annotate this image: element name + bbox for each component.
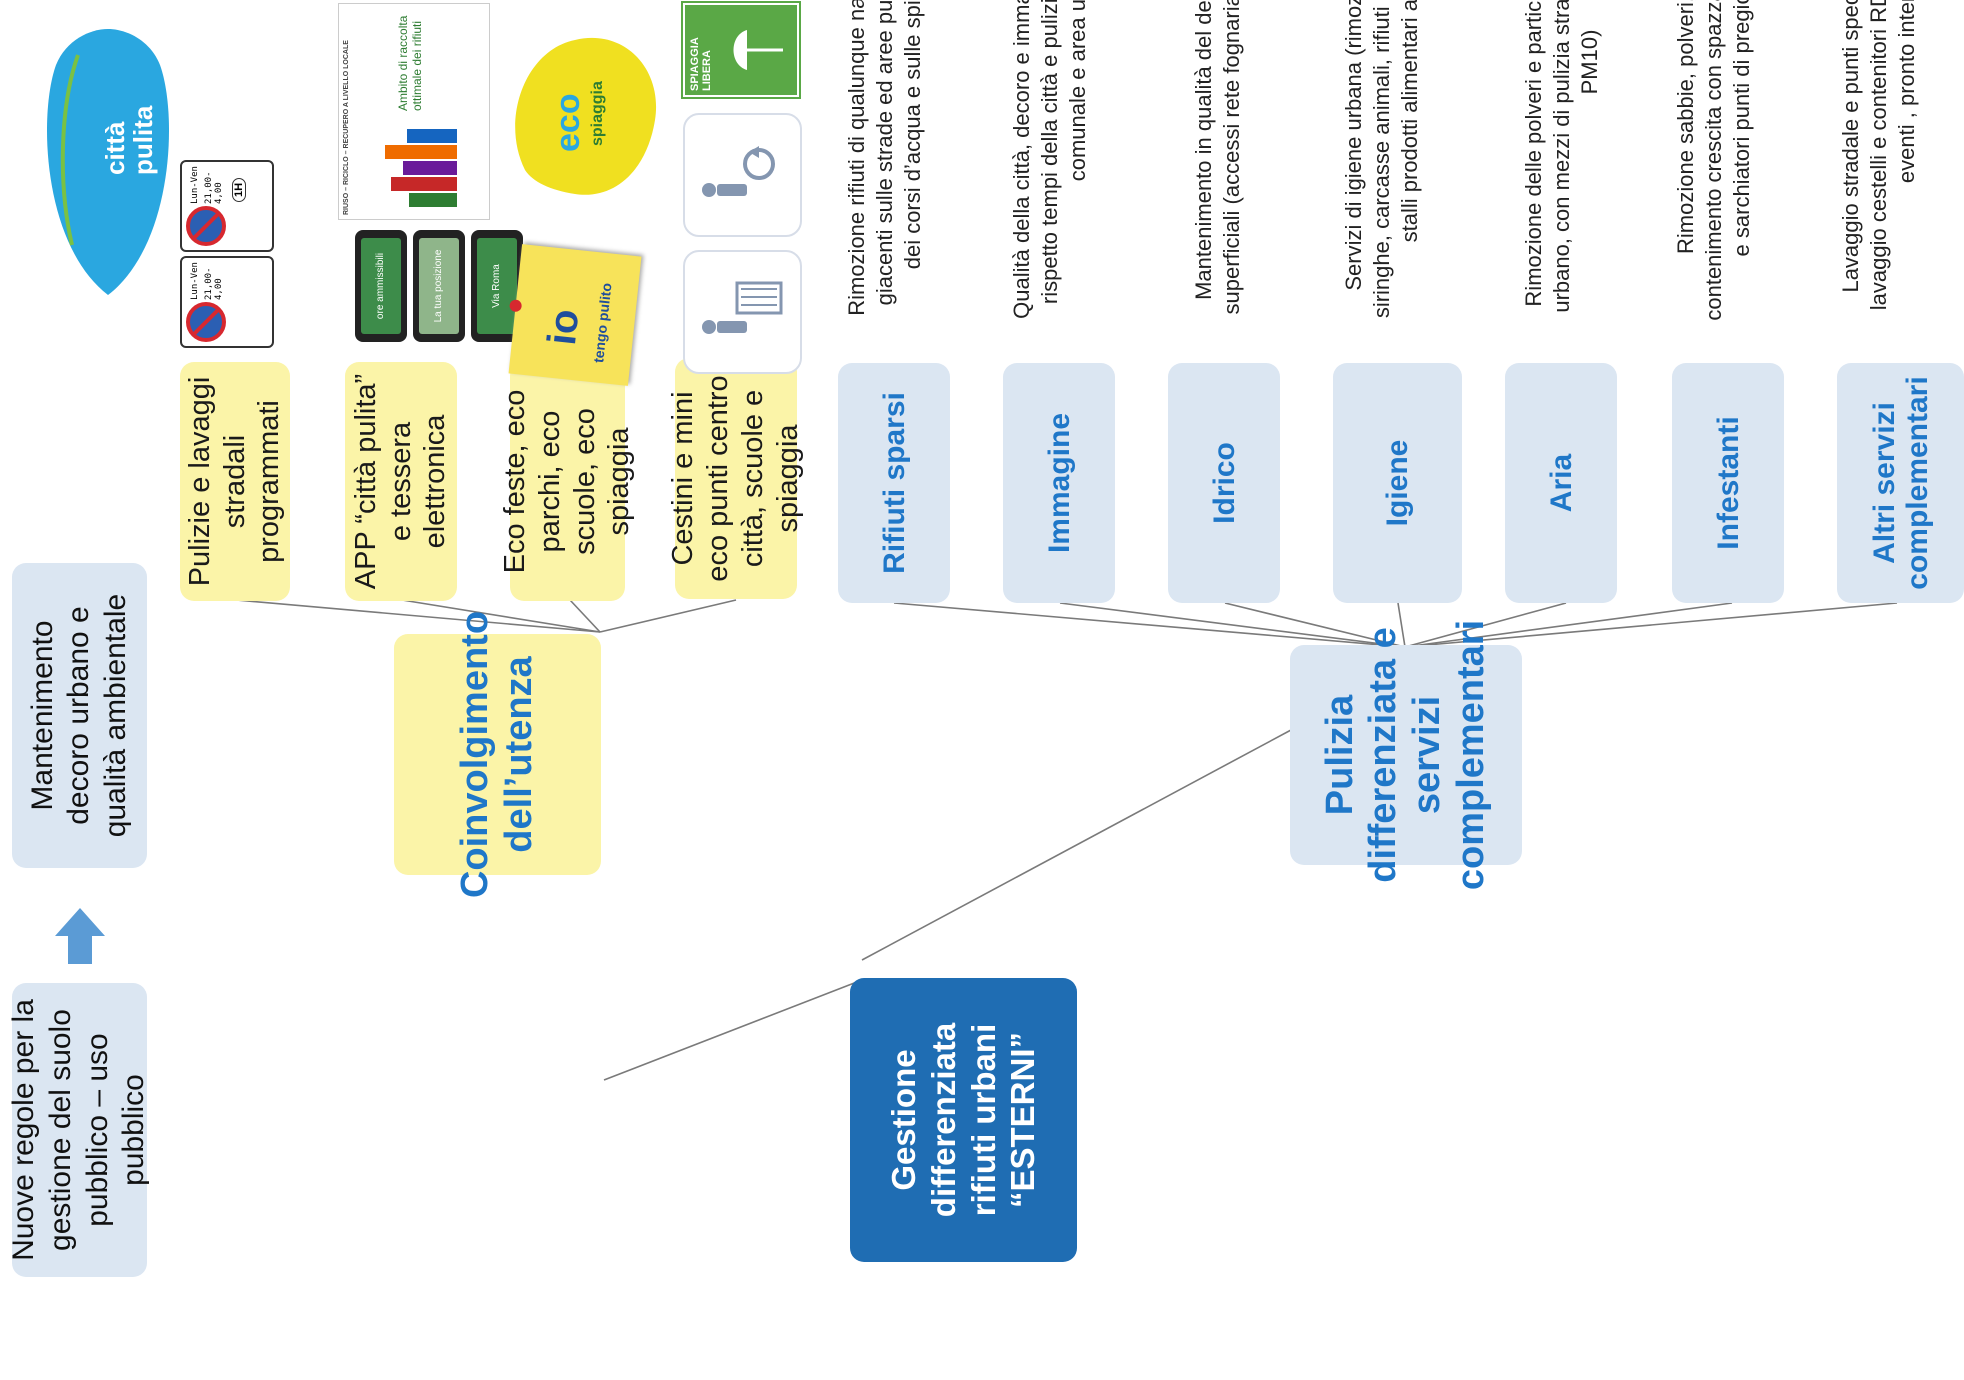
users-item-1-text: Pulizie e lavaggi stradali programmati xyxy=(183,376,286,587)
category-rifiuti-sparsi-label: Rifiuti sparsi xyxy=(877,392,911,574)
app-screen-1-label: ore ammissibili xyxy=(361,238,401,334)
category-altri-servizi-label: Altri servizi complementari xyxy=(1867,376,1934,590)
users-branch-node: Coinvolgimento dell’utenza xyxy=(394,611,601,898)
users-item-1: Pulizie e lavaggi stradali programmati xyxy=(180,362,290,601)
app-phone-1: ore ammissibili xyxy=(355,230,407,342)
sign-1-days: Lun-Ven xyxy=(190,262,200,300)
cleaning-branch-node: Pulizia differenziata e servizi compleme… xyxy=(1290,620,1522,890)
logo-word-pulita: pulita xyxy=(128,105,158,175)
desc-infestanti: Rimozione sabbie, polveri, particolato e… xyxy=(1673,0,1754,321)
beach-umbrella-icon xyxy=(733,30,783,70)
desc-altri-servizi: Lavaggio stradale e punti specifici area… xyxy=(1838,0,1919,311)
desc-rifiuti-sparsi: Rimozione rifiuti di qualunque natura o … xyxy=(844,0,925,316)
users-item-2: APP “città pulita” e tessera elettronica xyxy=(345,362,457,601)
maintenance-box: Mantenimento decoro urbano e qualità amb… xyxy=(12,563,147,868)
desc-igiene: Servizi di igiene urbana (rimozione escr… xyxy=(1341,0,1422,319)
category-altri-servizi: Altri servizi complementari xyxy=(1837,363,1964,603)
io-sub: tengo pulito xyxy=(590,282,615,364)
root-text: Gestione differenziata rifiuti urbani “E… xyxy=(885,1022,1042,1218)
beach-sign-text: SPIAGGIA LIBERA xyxy=(689,37,714,91)
app-phone-2: La tua posizione xyxy=(413,230,465,342)
ato-logo: RIUSO – RICICLO – RECUPERO A LIVELLO LOC… xyxy=(338,3,490,220)
category-igiene: Igiene xyxy=(1333,363,1462,603)
category-infestanti: Infestanti xyxy=(1672,363,1784,603)
sign-2-hours: 21,00-4,00 xyxy=(204,171,224,204)
logo-word-citta: città xyxy=(100,121,130,175)
io-tengo-pulito-note: io tengo pulito xyxy=(508,244,642,386)
category-igiene-label: Igiene xyxy=(1381,439,1414,527)
eco-word: eco xyxy=(549,93,587,152)
category-immagine: Immagine xyxy=(1003,363,1115,603)
connector-users-1 xyxy=(235,599,601,633)
connector-root-users xyxy=(603,979,863,1081)
trash-bin-icon xyxy=(683,250,802,374)
users-item-2-text: APP “città pulita” e tessera elettronica xyxy=(349,373,452,590)
category-aria: Aria xyxy=(1505,363,1617,603)
new-rules-text: Nuove regole per la gestione del suolo p… xyxy=(7,999,151,1261)
cleaning-branch-title: Pulizia differenziata e servizi compleme… xyxy=(1318,619,1492,891)
ato-text: Ambito di raccolta ottimale dei rifiuti xyxy=(396,15,424,111)
category-immagine-label: Immagine xyxy=(1042,412,1076,554)
connector-cat-6 xyxy=(1404,602,1733,648)
no-parking-sign-1: Lun-Ven 21,00-4,00 xyxy=(180,256,274,348)
connector-cat-7 xyxy=(1404,602,1898,648)
category-rifiuti-sparsi: Rifiuti sparsi xyxy=(838,363,950,603)
connector-cat-1 xyxy=(893,602,1406,648)
category-idrico-label: Idrico xyxy=(1207,442,1241,524)
app-screen-2-label: La tua posizione xyxy=(419,238,459,334)
eco-spiaggia-logo: eco spiaggia xyxy=(505,25,665,200)
no-parking-sign-2: Lun-Ven 21,00-4,00 1H xyxy=(180,160,274,252)
recycle-bin-icon xyxy=(683,113,802,237)
io-word: io xyxy=(539,307,588,348)
desc-idrico: Mantenimento in qualità del deflusso del… xyxy=(1191,0,1244,315)
category-idrico: Idrico xyxy=(1168,363,1280,603)
connector-users-2 xyxy=(401,599,601,633)
new-rules-box: Nuove regole per la gestione del suolo p… xyxy=(7,983,150,1277)
ato-banner: RIUSO – RICICLO – RECUPERO A LIVELLO LOC… xyxy=(343,40,350,215)
pushpin-icon xyxy=(509,299,523,313)
arrow-up-icon xyxy=(55,908,105,964)
users-item-4-text: Cestini e mini eco punti centro città, s… xyxy=(667,375,804,582)
users-item-3: Eco feste, eco parchi, eco scuole, eco s… xyxy=(499,362,635,601)
app-screen-3-label: Via Roma xyxy=(477,238,517,334)
sign-2-days: Lun-Ven xyxy=(190,166,200,204)
connector-cat-5 xyxy=(1404,602,1567,648)
connector-cat-2 xyxy=(1059,602,1406,648)
users-branch-title: Coinvolgimento dell’utenza xyxy=(453,610,540,899)
desc-immagine: Qualità della città, decoro e immagine c… xyxy=(1009,0,1090,319)
maintenance-text: Mantenimento decoro urbano e qualità amb… xyxy=(25,593,132,838)
desc-aria: Rimozione delle polveri e particolato da… xyxy=(1521,0,1602,313)
sign-2-tag: 1H xyxy=(232,177,246,202)
sign-1-hours: 21,00-4,00 xyxy=(204,267,224,300)
city-skyline-icon xyxy=(385,129,457,207)
root-node: Gestione differenziata rifiuti urbani “E… xyxy=(850,978,1077,1262)
users-item-4: Cestini e mini eco punti centro città, s… xyxy=(667,358,804,599)
eco-sub: spiaggia xyxy=(589,81,606,146)
spiaggia-libera-sign: SPIAGGIA LIBERA xyxy=(680,1,802,99)
connector-cat-4 xyxy=(1397,602,1406,648)
category-infestanti-label: Infestanti xyxy=(1711,416,1745,550)
category-aria-label: Aria xyxy=(1544,453,1578,513)
connector-cat-3 xyxy=(1224,602,1406,648)
connector-root-cleaning xyxy=(861,729,1292,961)
users-item-3-text: Eco feste, eco parchi, eco scuole, eco s… xyxy=(498,389,636,574)
connector-users-4 xyxy=(599,599,737,633)
connector-users-3 xyxy=(569,599,601,633)
citta-pulita-logo: città pulita xyxy=(38,25,178,305)
